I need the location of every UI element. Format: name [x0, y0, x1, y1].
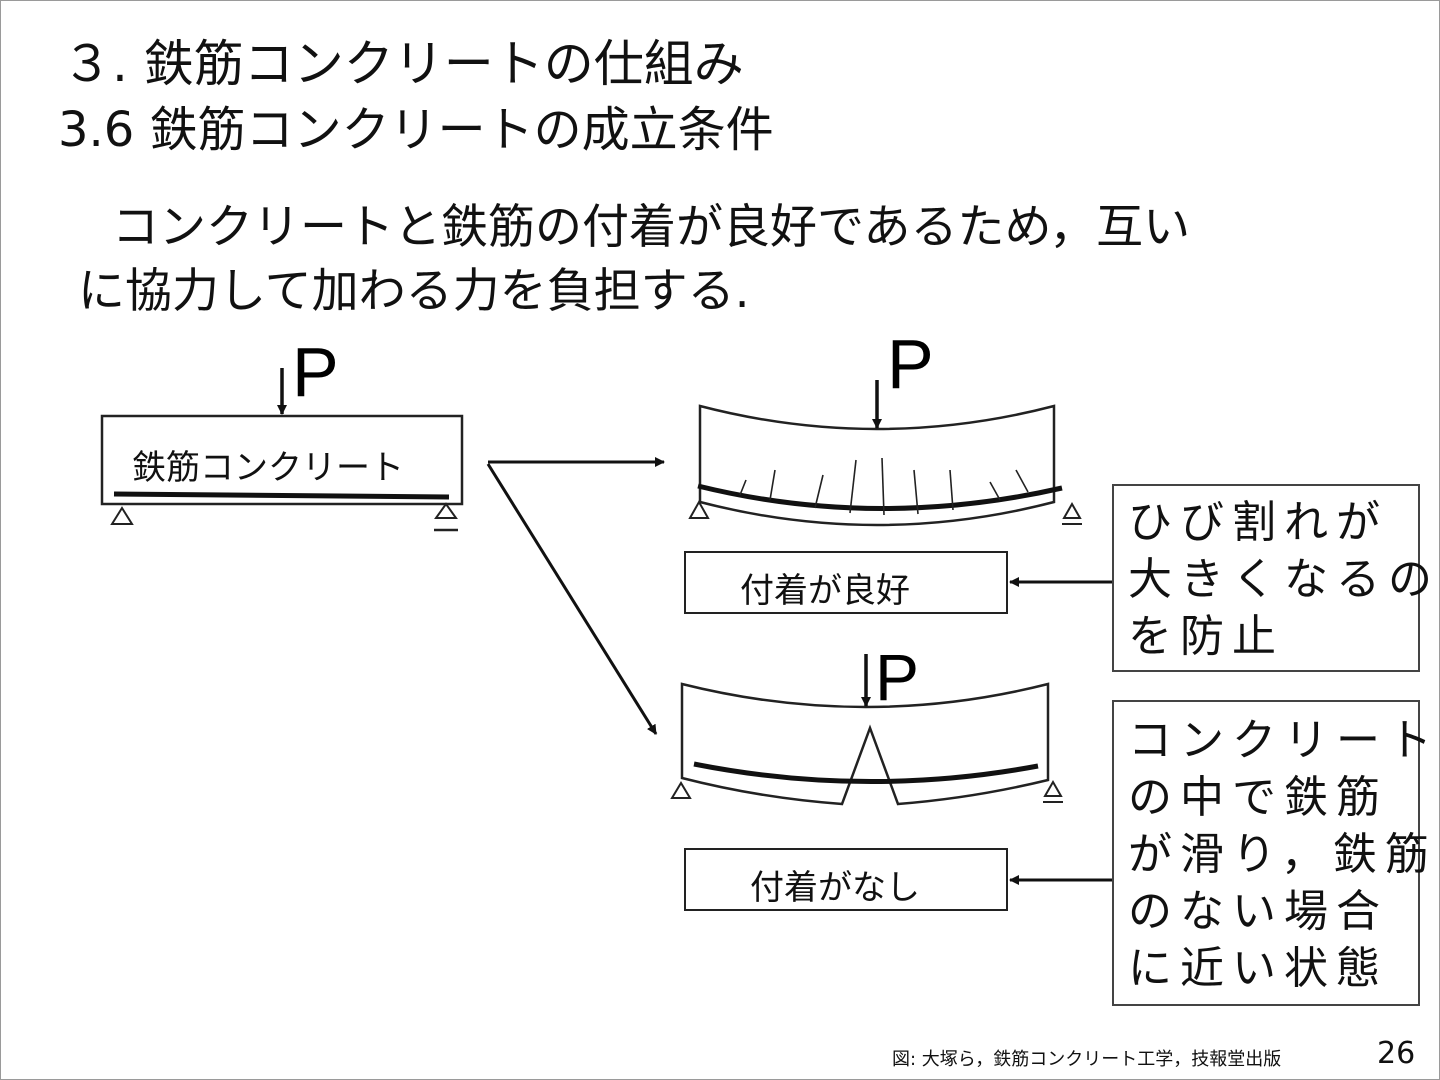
good-bond-label: 付着が良好: [740, 571, 910, 611]
beam-no-bond: P: [670, 640, 1063, 806]
pin-support: [110, 506, 134, 525]
page-number: 26: [1377, 1036, 1416, 1071]
figure-citation: 図: 大塚ら，鉄筋コンクリート工学，技報堂出版: [892, 1049, 1282, 1070]
load-symbol-3: P: [875, 640, 919, 714]
beam-no-bond-rebar: [693, 761, 1039, 785]
beam-good-bond-body: [698, 404, 1056, 527]
note-line: コンクリート: [1128, 715, 1440, 766]
pin-support: [670, 781, 692, 799]
beam-original-rebar: [113, 491, 450, 500]
paragraph-line-2: に協力して加わる力を負担する.: [78, 264, 750, 319]
slide-subtitle: 3.6 鉄筋コンクリートの成立条件: [58, 102, 774, 158]
roller-support: [1043, 779, 1063, 797]
paragraph-line-1: コンクリートと鉄筋の付着が良好であるため，互い: [112, 200, 1191, 255]
beam-original: P: [100, 333, 464, 532]
roller-support: [434, 502, 458, 519]
beam-label: 鉄筋コンクリート: [132, 448, 404, 488]
load-symbol-2: P: [887, 325, 934, 403]
no-bond-label: 付着がなし: [750, 868, 920, 908]
good-bond-box: 付着が良好: [684, 551, 1008, 614]
beam-good-bond: P: [688, 325, 1082, 527]
roller-support: [1062, 501, 1082, 519]
load-symbol-1: P: [292, 333, 339, 411]
beam-original-body: [100, 414, 464, 506]
note-line: のない場合: [1128, 886, 1388, 937]
note-line: 大きくなるの: [1128, 554, 1440, 605]
slide-title: ３. 鉄筋コンクリートの仕組み: [62, 35, 744, 93]
beam-good-bond-rebar: [697, 483, 1063, 511]
no-bond-box: 付着がなし: [684, 848, 1008, 911]
arrow-to-no-bond: [486, 463, 658, 735]
crack-lines: [739, 457, 1029, 516]
note-rebar-slip: コンクリート の中で鉄筋 が滑り，鉄筋 のない場合 に近い状態: [1112, 700, 1440, 1006]
note-line: ひび割れが: [1128, 497, 1388, 548]
note-line: の中で鉄筋: [1128, 772, 1388, 823]
note-line: を防止: [1128, 611, 1284, 662]
note-line: が滑り，鉄筋: [1128, 829, 1437, 880]
note-crack-prevention: ひび割れが 大きくなるの を防止: [1112, 484, 1440, 672]
note-line: に近い状態: [1128, 943, 1388, 994]
pin-support: [688, 499, 710, 519]
